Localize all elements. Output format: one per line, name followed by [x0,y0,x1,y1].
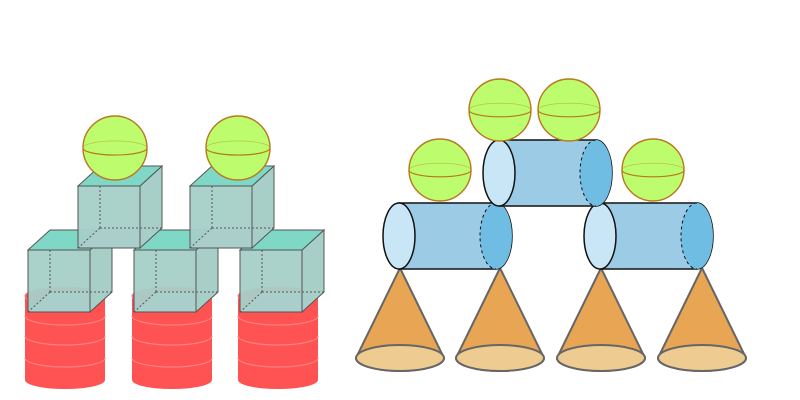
green-ball [82,115,148,181]
left-stack [24,115,326,389]
green-ball [205,115,271,181]
cube [132,228,220,314]
orange-cone [657,267,747,372]
cube [76,164,164,250]
green-ball [468,78,532,142]
green-ball [621,138,685,202]
right-stack [355,78,747,372]
green-ball [537,78,601,142]
cube [238,228,326,314]
blue-cylinder [583,202,714,270]
orange-cone [455,267,545,372]
blue-cylinder [482,139,613,207]
orange-cone [556,267,646,372]
cube [26,228,114,314]
orange-cone [355,267,445,372]
green-ball [408,138,472,202]
blue-cylinder [382,202,513,270]
